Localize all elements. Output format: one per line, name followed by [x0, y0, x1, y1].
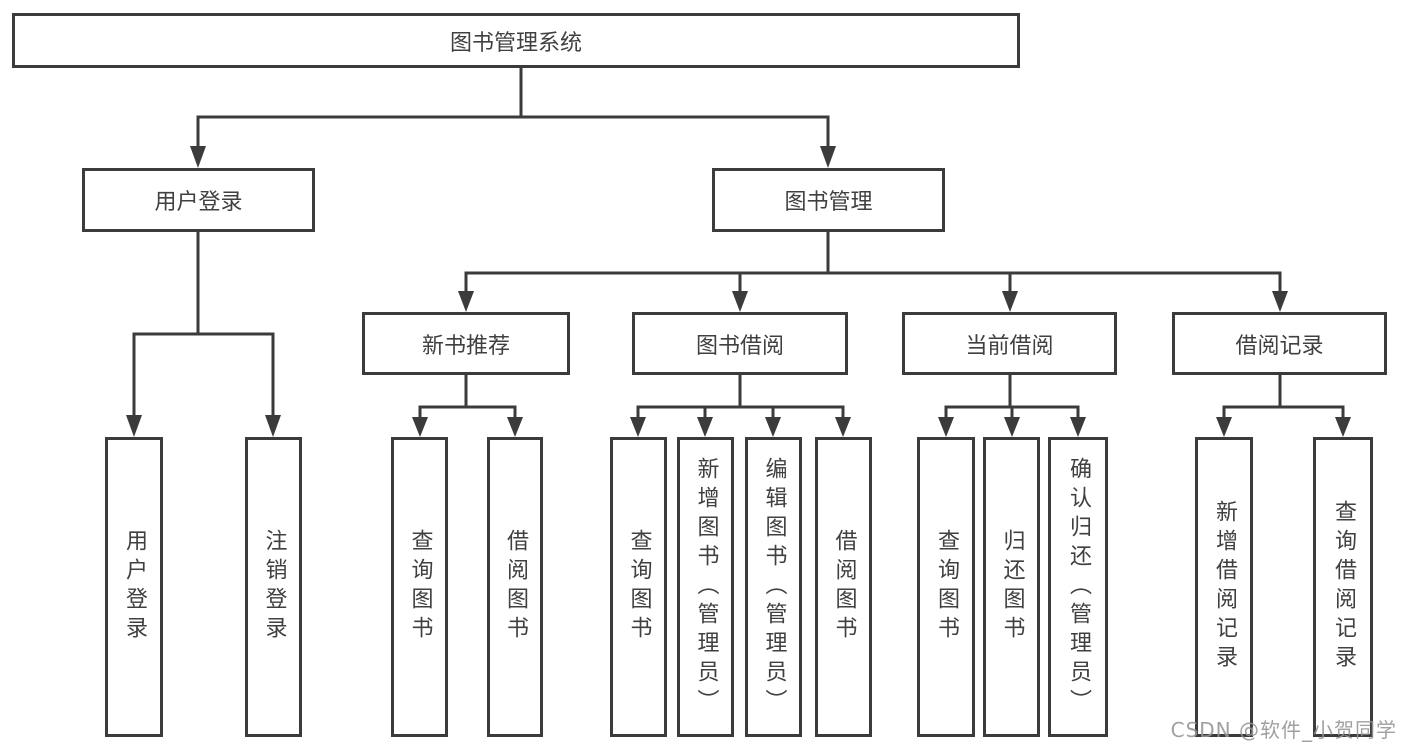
leaf-logout-label: 注销登录: [261, 529, 287, 645]
leaf-query-books-borrowing-label: 查询图书: [626, 529, 652, 645]
node-current-borrowing: 当前借阅: [902, 312, 1117, 375]
leaf-query-books-current-label: 查询图书: [934, 529, 959, 645]
leaf-query-books-recommend-label: 查询图书: [407, 529, 433, 645]
csdn-watermark: CSDN @软件_小贺同学: [1170, 718, 1397, 742]
leaf-borrow-books-recommend: 借阅图书: [487, 437, 543, 737]
leaf-logout: 注销登录: [245, 437, 302, 737]
node-new-book-recommend-label: 新书推荐: [421, 333, 510, 359]
leaf-query-borrow-record-label: 查询借阅记录: [1331, 500, 1356, 674]
leaf-edit-books-admin-label: 编辑图书（管理员）: [761, 456, 787, 718]
leaf-confirm-return-admin: 确认归还（管理员）: [1048, 437, 1108, 737]
leaf-return-books-label: 归还图书: [999, 529, 1025, 645]
node-borrowing-records-label: 借阅记录: [1235, 333, 1324, 359]
node-current-borrowing-label: 当前借阅: [965, 333, 1054, 359]
leaf-query-books-current: 查询图书: [917, 437, 975, 737]
node-library-system: 图书管理系统: [12, 13, 1020, 68]
leaf-query-books-borrowing: 查询图书: [610, 437, 667, 737]
leaf-add-books-admin-label: 新增图书（管理员）: [693, 456, 719, 718]
leaf-query-borrow-record: 查询借阅记录: [1313, 437, 1373, 737]
node-book-borrowing: 图书借阅: [632, 312, 848, 375]
leaf-add-books-admin: 新增图书（管理员）: [677, 437, 734, 737]
leaf-query-books-recommend: 查询图书: [391, 437, 448, 737]
node-user-login-label: 用户登录: [154, 190, 243, 215]
leaf-borrow-books-borrowing: 借阅图书: [815, 437, 872, 737]
leaf-borrow-books-borrowing-label: 借阅图书: [831, 529, 857, 645]
node-user-login: 用户登录: [82, 168, 315, 232]
leaf-user-login: 用户登录: [105, 437, 163, 737]
node-book-management-label: 图书管理: [784, 190, 873, 215]
leaf-borrow-books-recommend-label: 借阅图书: [503, 529, 528, 645]
node-book-borrowing-label: 图书借阅: [695, 333, 784, 359]
leaf-user-login-label: 用户登录: [122, 529, 147, 645]
leaf-add-borrow-record-label: 新增借阅记录: [1212, 500, 1237, 674]
leaf-edit-books-admin: 编辑图书（管理员）: [745, 437, 802, 737]
leaf-add-borrow-record: 新增借阅记录: [1195, 437, 1253, 737]
node-new-book-recommend: 新书推荐: [362, 312, 570, 375]
node-book-management: 图书管理: [712, 168, 945, 232]
leaf-confirm-return-admin-label: 确认归还（管理员）: [1066, 456, 1091, 718]
leaf-return-books: 归还图书: [983, 437, 1040, 737]
node-borrowing-records: 借阅记录: [1172, 312, 1387, 375]
node-library-system-label: 图书管理系统: [449, 30, 582, 56]
